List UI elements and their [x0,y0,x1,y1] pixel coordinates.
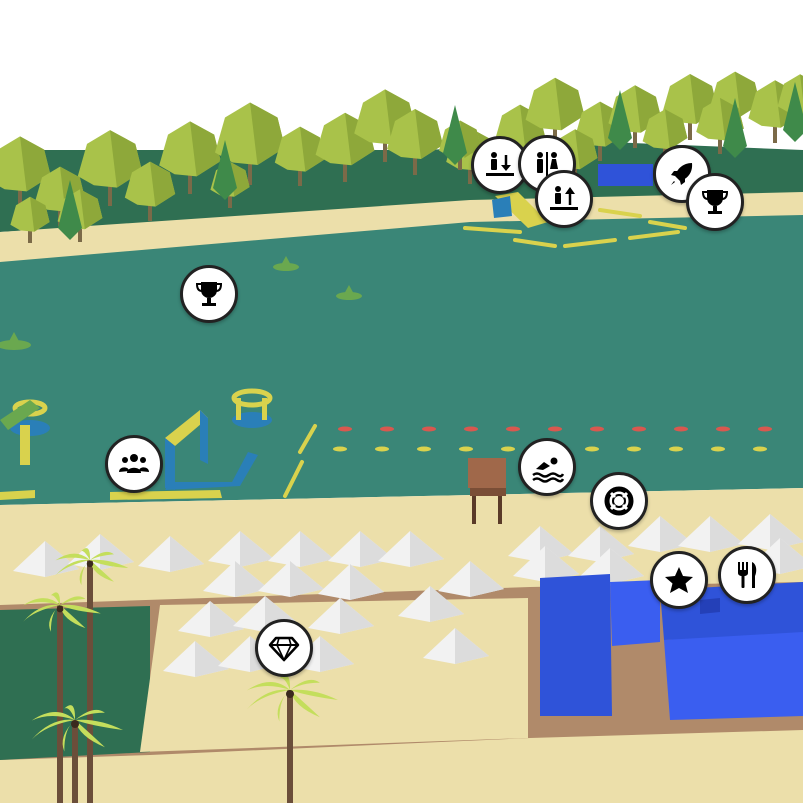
cypress-tree [213,140,237,200]
boat-house [598,164,653,186]
tent [258,561,324,597]
restroom-icon [537,152,558,176]
tent [308,598,374,634]
trophy-icon [195,282,223,306]
cypress-tree [443,105,467,165]
buoy-red [674,426,688,432]
enter-water-marker[interactable] [535,170,593,228]
buoy-red [632,426,646,432]
tree [525,77,585,147]
trophy-shore-marker[interactable] [686,173,744,231]
buoy-yellow [711,446,725,452]
buoy-red [464,426,478,432]
tent [163,641,229,677]
tree [0,136,51,209]
fork-knife-icon [738,562,757,588]
buoy-yellow [501,446,515,452]
star-icon [665,567,693,593]
restaurant-buildings [540,574,803,720]
sand-court [140,598,528,752]
trophy-icon [701,190,729,214]
lane-lines [283,208,687,498]
tree [159,121,221,194]
tent [178,601,244,637]
group-icon [119,454,149,473]
palm-tree [55,548,129,803]
tree [215,102,285,185]
vip-marker[interactable] [255,619,313,677]
cypress-tree [723,98,747,158]
buoy-yellow [375,446,389,452]
buoy-yellow [753,446,767,452]
tent [678,516,744,552]
swimming-marker[interactable] [518,438,576,496]
lifebuoy-icon [604,486,634,516]
buoy-red [338,426,352,432]
palm-tree [23,592,101,803]
buoy-red [380,426,394,432]
cypress-tree [608,90,632,150]
tree [10,196,50,243]
rocket-marker[interactable] [653,145,711,203]
lawn [0,606,150,760]
tree [274,126,326,186]
tree-line [0,71,803,243]
tent [318,564,384,600]
tent [513,546,579,582]
palm-tree [31,705,123,803]
group-marker[interactable] [105,435,163,493]
trophy-lake-marker[interactable] [180,265,238,323]
buoy-red [548,426,562,432]
buoy-yellow [333,446,347,452]
cypress-tree [58,180,82,240]
tent [423,628,489,664]
buoy-yellow [627,446,641,452]
restaurant-marker[interactable] [718,546,776,604]
lifeguard-chair [468,458,506,524]
tent [268,531,334,567]
rocket-icon [671,163,693,185]
enter-water-icon [550,186,578,210]
water-slide-base [492,196,512,218]
buoy-red [590,426,604,432]
star-marker[interactable] [650,551,708,609]
floating-cones [0,256,362,350]
lifebuoy-marker[interactable] [590,472,648,530]
buoy-yellow [585,446,599,452]
buoy-red [758,426,772,432]
buoy-red [716,426,730,432]
tree [387,109,443,175]
tent [378,531,444,567]
tent [398,586,464,622]
tent [208,531,274,567]
tent [13,541,79,577]
tent [203,561,269,597]
tree [124,161,176,221]
buoy-yellow [459,446,473,452]
swimmer-icon [532,457,564,483]
buoy-line-red [338,426,772,432]
cypress-tree [783,82,803,142]
palm-tree [246,675,338,803]
tent [138,536,204,572]
tent [438,561,504,597]
buoy-yellow [669,446,683,452]
diamond-icon [268,636,300,662]
buoy-red [506,426,520,432]
buoy-yellow [417,446,431,452]
exit-water-icon [486,152,514,176]
buoy-red [422,426,436,432]
palm-trees [23,548,338,803]
